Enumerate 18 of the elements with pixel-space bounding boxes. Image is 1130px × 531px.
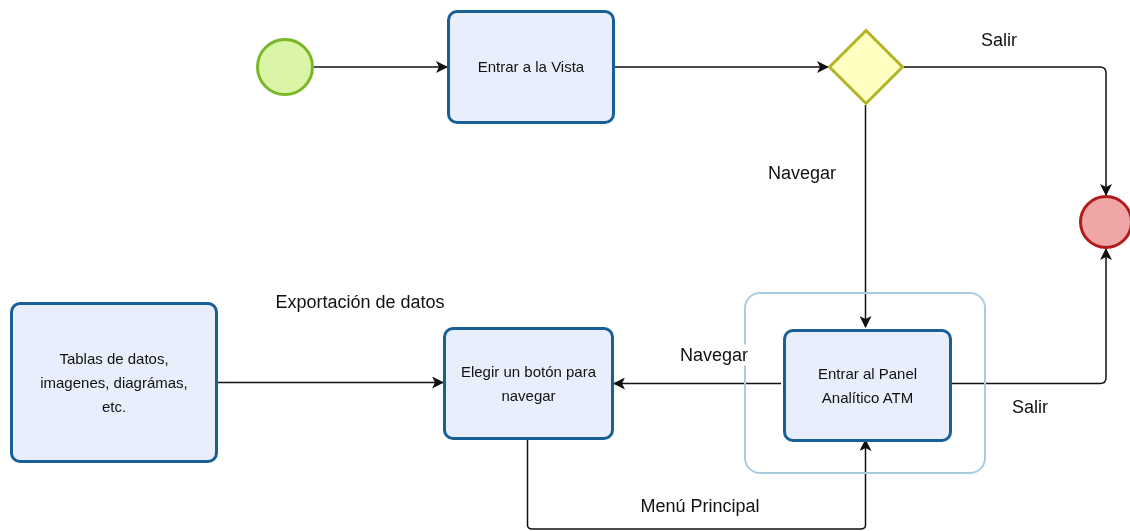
task-label: Entrar al Panel Analítico ATM xyxy=(816,363,919,408)
task-label: Elegir un botón para navegar xyxy=(460,361,597,406)
task-box xyxy=(783,329,952,442)
arrow xyxy=(613,377,782,390)
task-box xyxy=(447,10,615,124)
arrow xyxy=(614,61,829,73)
task-label: Tablas de datos, imagenes, diagrámas, etc. xyxy=(39,348,189,417)
arrow xyxy=(217,376,444,389)
arrow xyxy=(313,61,448,73)
arrow xyxy=(903,66,1112,196)
gateway-diamond xyxy=(827,28,905,106)
arrow xyxy=(859,104,872,328)
edge-label: Navegar xyxy=(678,344,750,366)
task-box xyxy=(10,302,218,463)
arrow xyxy=(526,439,872,530)
task-label: Entrar a la Vista xyxy=(477,57,585,77)
event-circle xyxy=(256,38,314,96)
task-box xyxy=(443,327,614,440)
